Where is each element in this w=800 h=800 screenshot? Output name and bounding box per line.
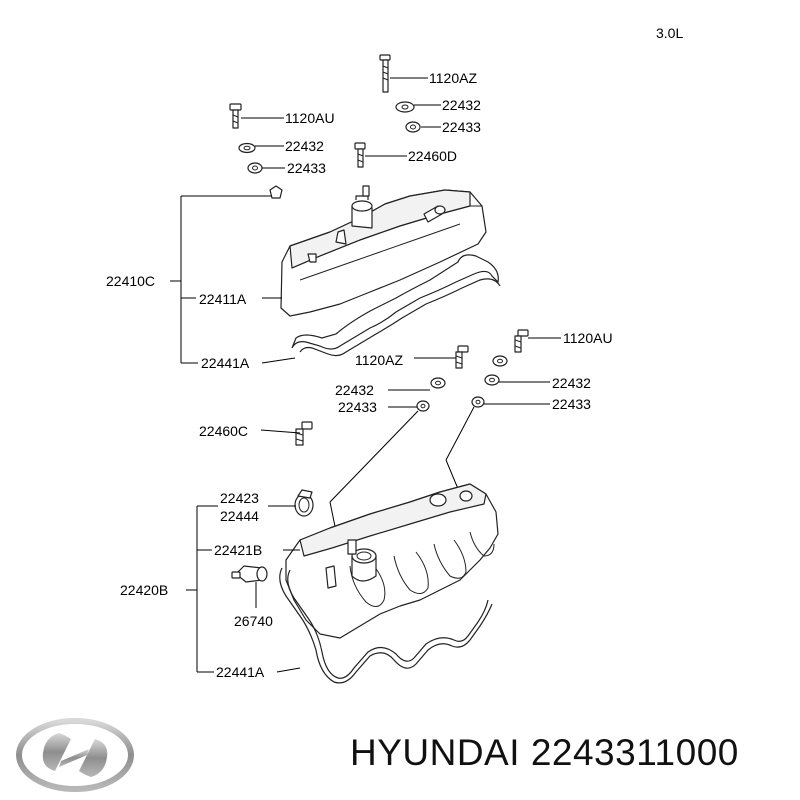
callout-grommet-top-left: 22433 <box>287 160 326 176</box>
gasket-bottom-outline <box>279 567 493 684</box>
callout-grommet-mid-left: 22433 <box>338 399 377 415</box>
callout-cover-top: 22411A <box>199 291 247 307</box>
callout-cover-assy-top: 22410C <box>106 273 155 289</box>
rocker-cover-top <box>269 185 487 317</box>
clamp <box>294 489 314 517</box>
rocker-cover-bottom <box>285 483 499 639</box>
callout-grommet-top-right: 22433 <box>442 119 481 135</box>
washer-mid-right <box>492 355 508 367</box>
bolt-top-right <box>379 54 391 93</box>
callout-stud-top: 22460D <box>408 148 457 164</box>
grommet-top-left <box>247 162 263 174</box>
callout-gasket-bottom: 22441A <box>216 664 265 680</box>
grommet-mid-right <box>471 396 485 408</box>
bolt-mid-left <box>455 345 469 369</box>
stud-mid <box>295 421 313 446</box>
grommet-top-right <box>405 121 421 133</box>
footer-part-title: HYUNDAI 2243311000 <box>350 732 739 774</box>
washer-mid-left <box>430 377 446 389</box>
callout-bolt-mid-left: 1120AZ <box>355 352 403 368</box>
callout-gasket-top: 22441A <box>201 355 250 371</box>
callout-washer-top-right: 22432 <box>442 97 481 113</box>
callout-cover-assy-bottom: 22420B <box>120 582 168 598</box>
callout-bolt-top-right: 1120AZ <box>429 70 477 86</box>
callout-stud-mid: 22460C <box>199 423 248 439</box>
hyundai-logo <box>16 718 134 792</box>
callout-grommet-mid-right: 22433 <box>552 396 591 412</box>
stud-top <box>354 142 366 168</box>
grommet-mid-left <box>416 400 430 412</box>
washer-top-left <box>238 142 256 154</box>
callout-pcv-valve: 26740 <box>234 613 273 629</box>
footer-part-number: 2243311000 <box>530 732 739 773</box>
footer-brand: HYUNDAI <box>350 732 521 773</box>
callout-bolt-top-left: 1120AU <box>285 110 335 126</box>
bolt-mid-right <box>514 329 529 353</box>
callout-clamp: 22423 <box>220 490 259 506</box>
callout-cover-bottom: 22421B <box>214 542 262 558</box>
callout-washer-mid-right: 22432 <box>552 375 591 391</box>
engine-label: 3.0L <box>656 25 683 41</box>
callout-washer-mid-left: 22432 <box>335 382 374 398</box>
bolt-top-left <box>229 103 242 129</box>
callout-washer-top-left: 22432 <box>285 138 324 154</box>
gasket-top-outline <box>291 254 499 350</box>
washer-top-right <box>395 101 415 113</box>
callout-hose: 22444 <box>220 508 259 524</box>
pcv-valve <box>231 565 268 583</box>
callout-bolt-mid-right: 1120AU <box>563 330 613 346</box>
